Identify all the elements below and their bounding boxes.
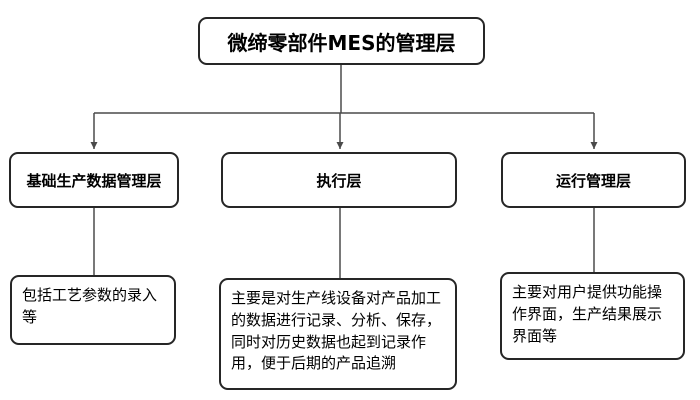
desc-execution-layer: 主要是对生产线设备对产品加工的数据进行记录、分析、保存，同时对历史数据也起到记录… xyxy=(219,278,457,390)
node-execution-layer: 执行层 xyxy=(221,152,457,208)
desc-operation-layer: 主要对用户提供功能操作界面，生产结果展示界面等 xyxy=(500,272,685,360)
node-operation-layer: 运行管理层 xyxy=(501,152,686,208)
desc-basic-data-layer: 包括工艺参数的录入等 xyxy=(10,275,176,345)
node-basic-data-layer: 基础生产数据管理层 xyxy=(9,152,179,208)
root-node-title: 微缔零部件MES的管理层 xyxy=(198,17,485,65)
